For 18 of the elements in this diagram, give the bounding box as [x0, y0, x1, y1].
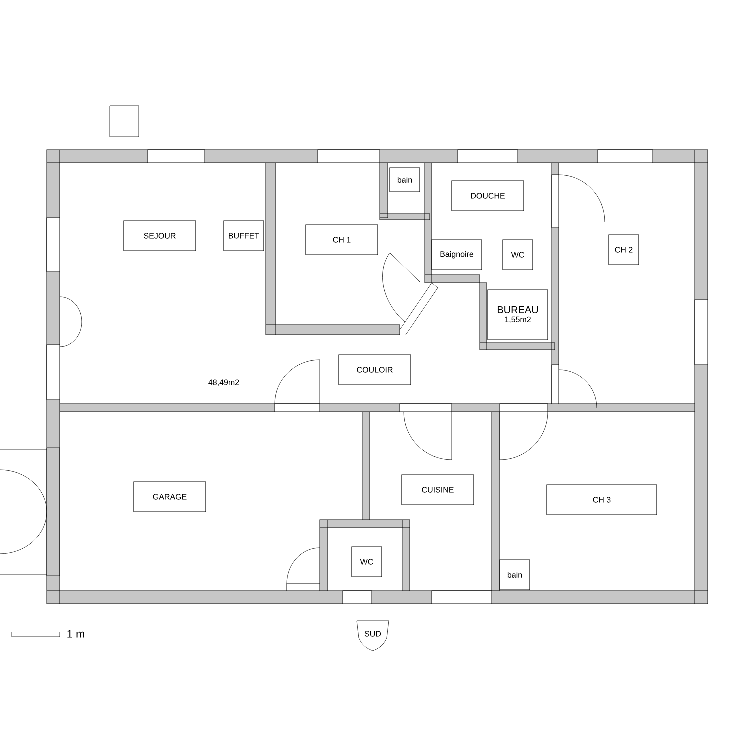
room-label: DOUCHE [452, 180, 524, 212]
area-label: 48,49m2 [208, 380, 240, 386]
room-label: BUFFET [224, 220, 264, 252]
room-label: WC [352, 546, 382, 578]
room-label: CUISINE [402, 474, 474, 506]
room-label: WC [502, 240, 534, 270]
room-label: CH 1 [306, 224, 378, 256]
room-label: GARAGE [134, 482, 206, 512]
room-label: CH 2 [608, 234, 640, 266]
room-label: COULOIR [338, 354, 412, 386]
room-label: CH 3 [546, 484, 658, 516]
scale-label: 1 m [68, 630, 84, 638]
room-label: bain [500, 560, 530, 590]
room-label: SEJOUR [124, 220, 196, 252]
room-label: bain [390, 168, 420, 192]
room-label: BUREAU 1,55m2 [488, 290, 548, 340]
room-label: Baignoire [432, 240, 482, 270]
compass-label: SUD [356, 620, 390, 652]
